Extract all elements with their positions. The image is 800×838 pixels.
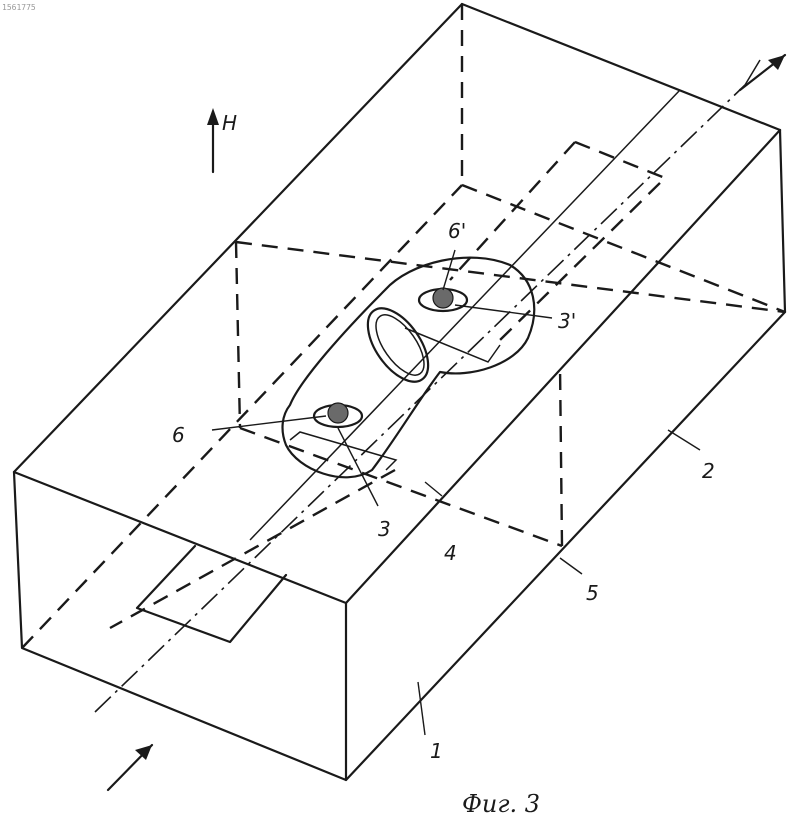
strip-left-edge	[110, 470, 395, 628]
top-back-edge	[462, 4, 780, 130]
back-vertical-edge	[780, 130, 785, 312]
field-h-label: H	[222, 111, 237, 135]
label-3: 3	[378, 517, 391, 541]
field-h-arrow-icon	[207, 108, 219, 172]
label-6: 6	[172, 423, 185, 447]
label-2: 2	[702, 459, 715, 483]
document-code: 1561775	[2, 3, 36, 12]
input-arrow	[108, 745, 152, 790]
sphere-6-prime	[419, 288, 467, 311]
hidden-bottom-left	[22, 185, 462, 648]
coupling-ring	[356, 298, 440, 392]
sphere-6	[314, 403, 362, 427]
label-4: 4	[444, 541, 457, 565]
hidden-cross-bottom	[240, 428, 562, 546]
hidden-mid-vertical	[236, 242, 240, 428]
hidden-mid-vertical-right	[560, 365, 562, 546]
sample-outline	[283, 258, 535, 478]
output-arrow	[740, 55, 785, 90]
strip-front-plate	[137, 546, 286, 642]
top-left-edge	[14, 4, 462, 472]
label-6-prime: 6'	[448, 219, 466, 243]
hidden-cross-top	[236, 242, 785, 312]
label-1: 1	[430, 739, 443, 763]
strip-inner-edge	[450, 142, 575, 280]
waveguide-box	[14, 4, 785, 780]
label-5: 5	[586, 581, 599, 605]
figure-caption: Фиг. 3	[462, 790, 540, 818]
label-3-prime: 3'	[558, 309, 576, 333]
hidden-back-bottom	[462, 185, 785, 312]
